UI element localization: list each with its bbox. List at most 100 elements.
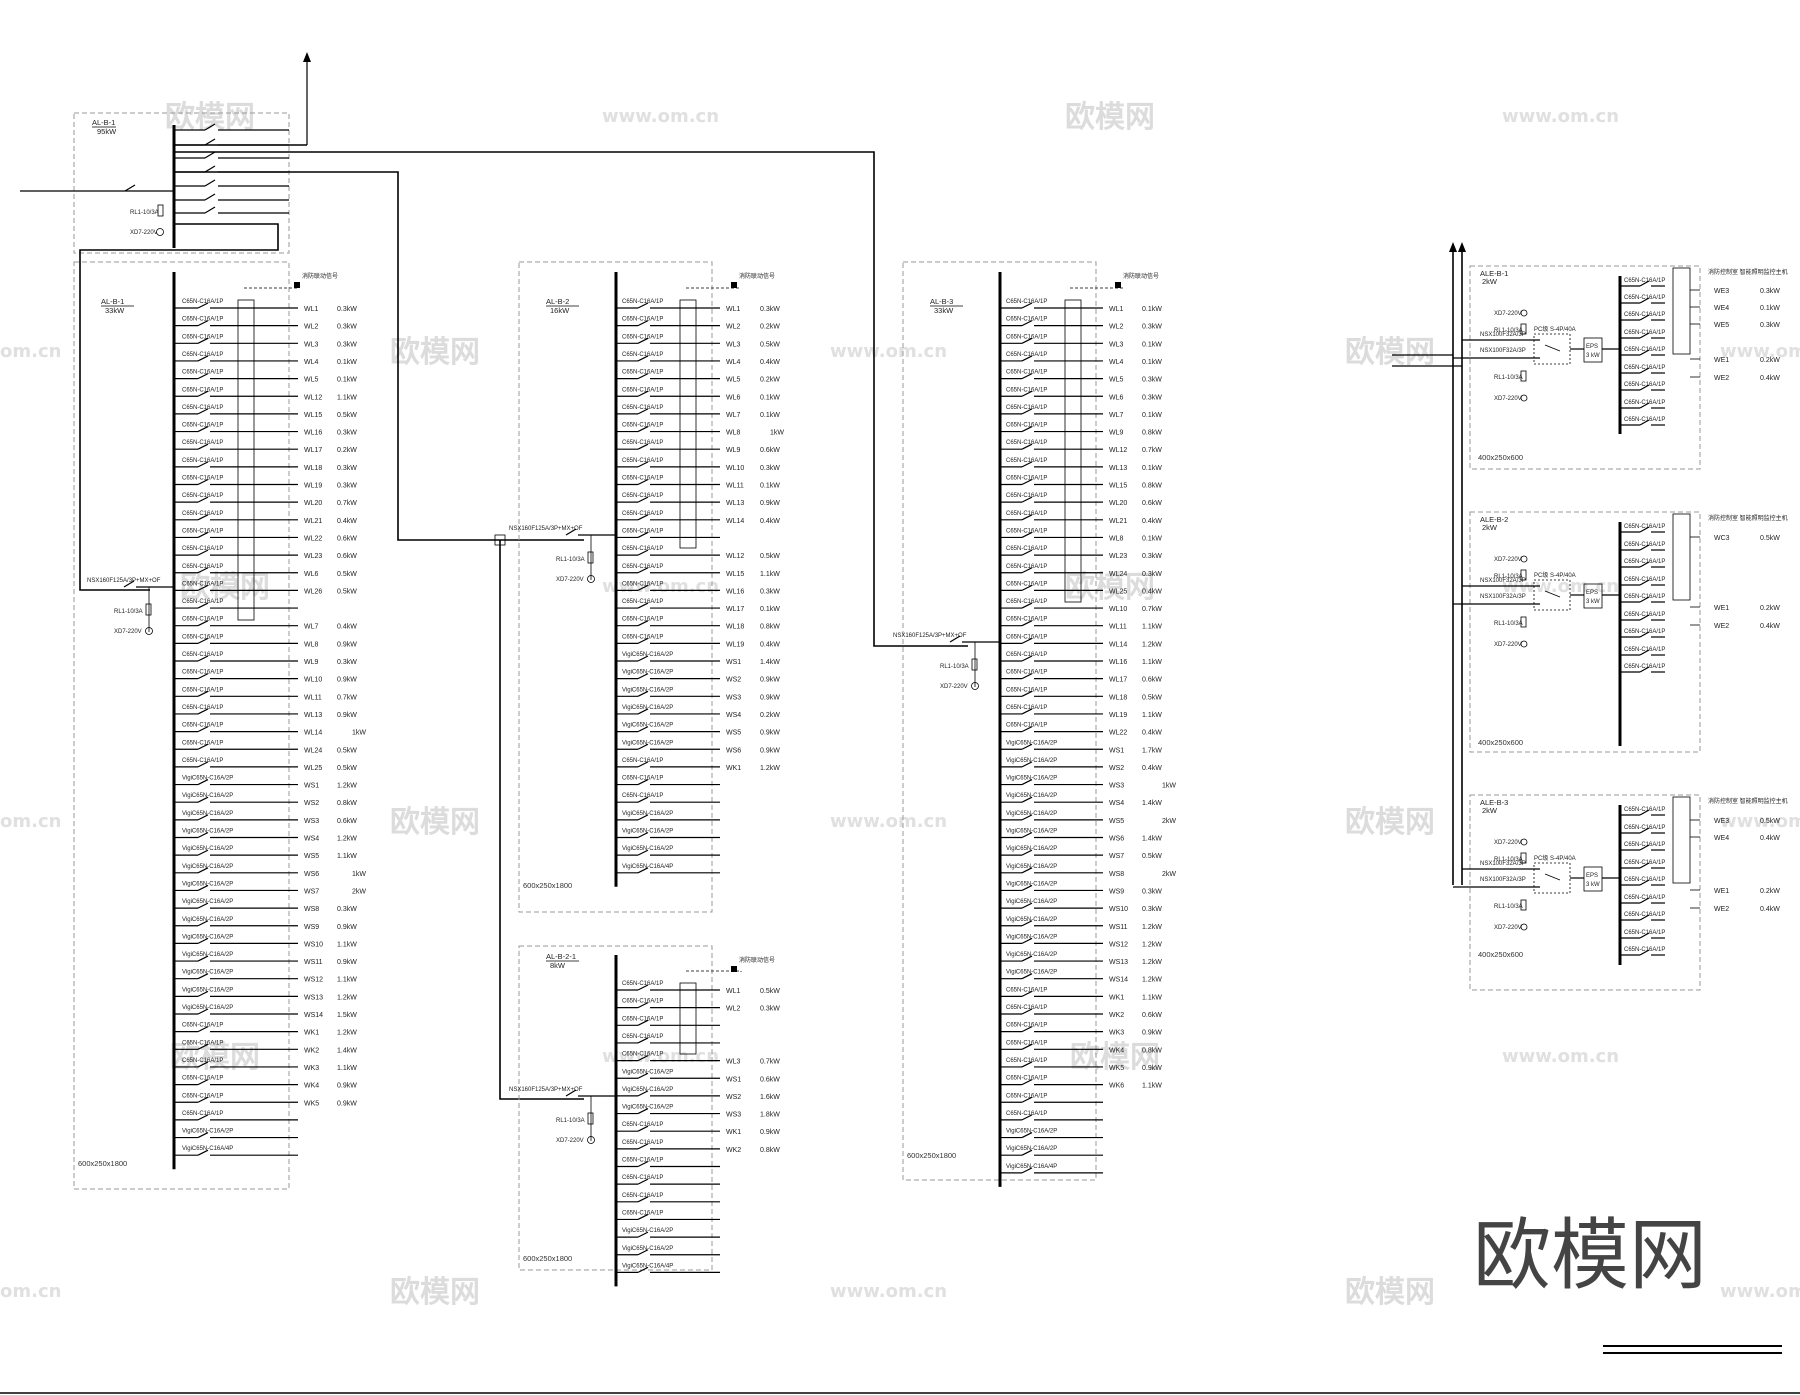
circuit-id: WS13 — [1109, 959, 1128, 966]
breaker-model: C65N-C16A/1P — [622, 1034, 663, 1040]
circuit-load: 0.8kW — [760, 624, 780, 631]
emergency-pilot-label-bottom: XD7-220V — [1494, 642, 1522, 648]
breaker-model: C65N-C16A/1P — [1006, 1058, 1047, 1064]
feeder-wiring — [79, 144, 968, 1100]
emergency-breaker-model: C65N-C16A/1P — [1624, 382, 1665, 388]
circuit-id: WL15 — [304, 412, 322, 419]
circuit-load: 0.9kW — [760, 500, 780, 507]
breaker-blade — [1021, 496, 1033, 503]
circuit-id: WS5 — [1109, 818, 1124, 825]
breaker-blade — [1021, 620, 1033, 627]
emergency-panel-dimensions: 400x250x600 — [1478, 453, 1523, 462]
breaker-model: C65N-C16A/1P — [622, 370, 663, 376]
breaker-blade — [197, 814, 209, 821]
circuit-load: 1kW — [1162, 783, 1176, 790]
panel-al-b-3: AL-B-333kW600x250x1800消防联动信号C65N-C16A/1P… — [893, 261, 1176, 1187]
circuit-load: 0.1kW — [337, 377, 357, 384]
breaker-blade — [637, 320, 649, 327]
breaker-blade — [637, 690, 649, 697]
breaker-blade — [637, 337, 649, 344]
breaker-model: C65N-C16A/1P — [182, 634, 223, 640]
circuit-load: 0.1kW — [760, 483, 780, 490]
circuit-id: WL11 — [304, 694, 322, 701]
circuit-load: 0.6kW — [1142, 1012, 1162, 1019]
ats-label: PC级 S-4P/40A — [1534, 325, 1576, 333]
circuit-id: WL23 — [304, 553, 322, 560]
emergency-circuit-load: 0.4kW — [1760, 906, 1780, 913]
circuit-load: 0.9kW — [1142, 1065, 1162, 1072]
breaker-blade — [197, 990, 209, 997]
breaker-model: C65N-C16A/1P — [1006, 440, 1047, 446]
breaker-model: C65N-C16A/1P — [1006, 1093, 1047, 1099]
circuit-id: WL14 — [1109, 641, 1127, 648]
breaker-blade — [197, 461, 209, 468]
circuit-id: WL8 — [304, 641, 319, 648]
breaker-blade — [1021, 1079, 1033, 1086]
watermark-brand-1: 欧模网 — [1065, 100, 1155, 135]
emergency-breaker-blade — [1639, 367, 1650, 374]
riser-up-arrow-icon — [303, 52, 311, 62]
meter-icon — [587, 551, 594, 564]
breaker-model: VigiC65N-C16A/2P — [182, 864, 233, 870]
circuit-load: 0.8kW — [760, 1147, 780, 1154]
emergency-pilot-lamp-bottom-icon — [1520, 394, 1528, 402]
circuit-load: 0.5kW — [1142, 853, 1162, 860]
circuit-id: WL6 — [304, 571, 319, 578]
breaker-blade — [197, 408, 209, 415]
watermark-url-0: www.om.cn — [602, 106, 719, 127]
breaker-blade — [197, 637, 209, 644]
circuit-id: WL2 — [726, 1006, 741, 1013]
breaker-model: VigiC65N-C16A/2P — [622, 1087, 673, 1093]
breaker-blade — [637, 1037, 649, 1044]
circuit-load: 0.3kW — [760, 465, 780, 472]
circuit-load: 0.2kW — [337, 447, 357, 454]
emergency-breaker-model: C65N-C16A/1P — [1624, 930, 1665, 936]
watermark-url-8: www.om.cn — [602, 1046, 719, 1067]
circuit-id: WL1 — [726, 988, 741, 995]
circuit-load: 1.2kW — [337, 783, 357, 790]
circuit-load: 1.2kW — [1142, 977, 1162, 984]
circuit-id: WS2 — [726, 677, 741, 684]
breaker-model: C65N-C16A/1P — [622, 476, 663, 482]
breaker-model: C65N-C16A/1P — [622, 581, 663, 587]
circuit-load: 1.1kW — [1142, 1083, 1162, 1090]
emergency-meter-bottom-icon — [1520, 899, 1527, 911]
breaker-model: C65N-C16A/1P — [1006, 564, 1047, 570]
emergency-breaker-blade — [1639, 914, 1650, 921]
emergency-breaker-model: C65N-C16A/1P — [1624, 912, 1665, 918]
eps-icon — [1583, 866, 1603, 892]
breaker-model: VigiC65N-C16A/2P — [182, 987, 233, 993]
circuit-id: WL9 — [726, 447, 741, 454]
emergency-incoming-breaker-2: NSX100F32A/3P — [1480, 877, 1526, 883]
circuit-id: WS12 — [1109, 941, 1128, 948]
breaker-model: VigiC65N-C16A/2P — [1006, 1146, 1057, 1152]
feeder-to-al-b-2 — [174, 171, 584, 541]
circuit-row: C65N-C16A/1P — [174, 1111, 298, 1121]
breaker-model: C65N-C16A/1P — [622, 634, 663, 640]
breaker-blade — [1021, 796, 1033, 803]
breaker-blade — [197, 1132, 209, 1139]
breaker-model: C65N-C16A/1P — [1006, 299, 1047, 305]
emergency-panel-dimensions: 400x250x600 — [1478, 950, 1523, 959]
breaker-blade — [637, 761, 649, 768]
emergency-panel-power: 2kW — [1482, 806, 1498, 815]
circuit-id: WL4 — [304, 359, 319, 366]
breaker-blade — [1021, 1026, 1033, 1033]
breaker-model: C65N-C16A/1P — [182, 1076, 223, 1082]
circuit-id: WL5 — [726, 377, 741, 384]
panel-dimensions: 600x250x1800 — [78, 1159, 127, 1168]
circuit-id: WK2 — [304, 1047, 319, 1054]
emergency-circuit-id: WE3 — [1714, 288, 1729, 295]
circuit-id: WL3 — [726, 341, 741, 348]
breaker-blade — [1021, 1167, 1033, 1174]
breaker-blade — [1021, 937, 1033, 944]
